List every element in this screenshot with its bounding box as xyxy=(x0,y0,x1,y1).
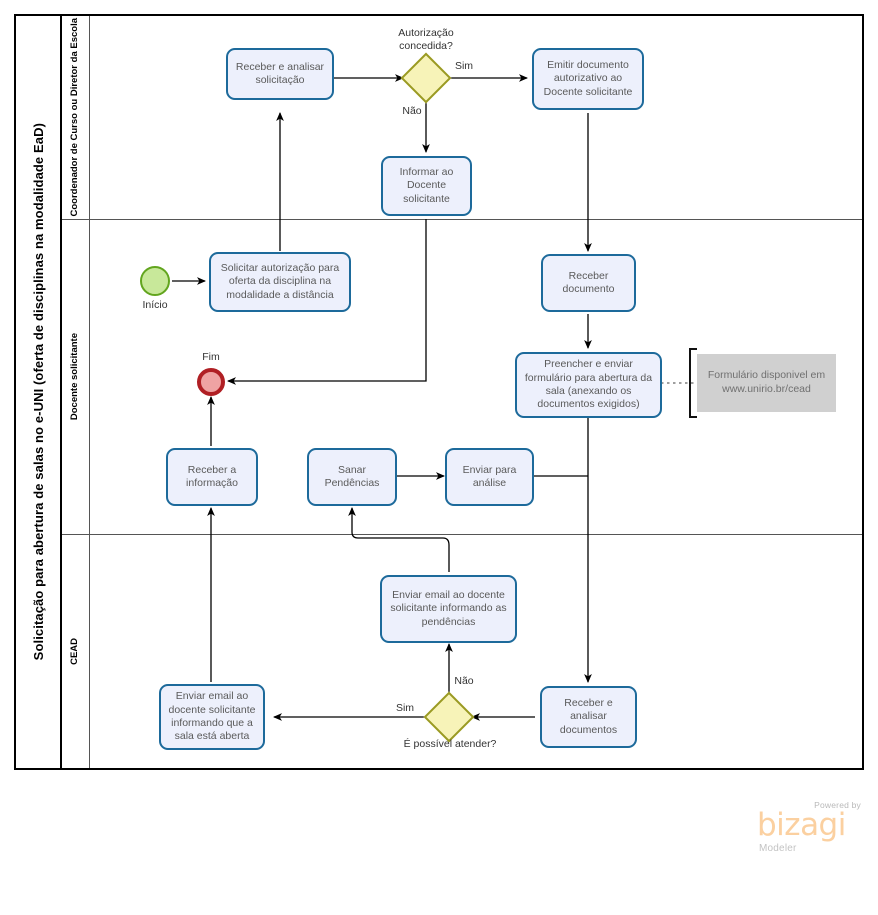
logo-brand-text: bizagi xyxy=(757,807,846,843)
end-event[interactable] xyxy=(197,368,225,396)
gateway-autorizacao-sim-label: Sim xyxy=(454,60,474,72)
lane-divider-2 xyxy=(62,534,862,535)
task-emitir-documento[interactable]: Emitir documento autorizativo ao Docente… xyxy=(532,48,644,110)
lane-docente: Docente solicitante xyxy=(62,219,862,534)
bizagi-logo: Powered by bizagi Modeler xyxy=(757,800,862,862)
lane-label-coordenador-text: Coordenador de Curso ou Diretor da Escol… xyxy=(69,18,81,217)
lane-cead: CEAD xyxy=(62,534,862,768)
start-event[interactable] xyxy=(140,266,170,296)
gateway-possivel-atender-nao-label: Não xyxy=(454,675,474,687)
gateway-autorizacao-nao-label: Não xyxy=(402,105,422,117)
pool-title: Solicitação para abertura de salas no e-… xyxy=(16,16,62,768)
task-receber-informacao[interactable]: Receber a informação xyxy=(166,448,258,506)
annotation-formulario: Formulário disponivel em www.unirio.br/c… xyxy=(689,348,836,418)
task-sanar-pendencias[interactable]: Sanar Pendências xyxy=(307,448,397,506)
logo-product-text: Modeler xyxy=(759,843,797,854)
gateway-autorizacao-label: Autorização concedida? xyxy=(398,27,454,52)
logo-powered-by-text: Powered by xyxy=(814,800,861,810)
lane-label-cead: CEAD xyxy=(62,534,90,768)
lane-label-coordenador: Coordenador de Curso ou Diretor da Escol… xyxy=(62,16,90,219)
start-event-label: Início xyxy=(142,299,168,311)
lane-label-docente-text: Docente solicitante xyxy=(69,332,81,421)
task-preencher-enviar-formulario[interactable]: Preencher e enviar formulário para abert… xyxy=(515,352,662,418)
task-enviar-para-analise[interactable]: Enviar para análise xyxy=(445,448,534,506)
task-receber-documento[interactable]: Receber documento xyxy=(541,254,636,312)
gateway-possivel-atender-label: É possível atender? xyxy=(403,738,497,750)
task-receber-analisar-documentos[interactable]: Receber e analisar documentos xyxy=(540,686,637,748)
task-informar-docente[interactable]: Informar ao Docente solicitante xyxy=(381,156,472,216)
task-solicitar-autorizacao[interactable]: Solicitar autorização para oferta da dis… xyxy=(209,252,351,312)
task-enviar-email-pendencias[interactable]: Enviar email ao docente solicitante info… xyxy=(380,575,517,643)
lane-label-docente: Docente solicitante xyxy=(62,219,90,534)
lane-label-cead-text: CEAD xyxy=(69,637,81,665)
task-receber-analisar-solicitacao[interactable]: Receber e analisar solicitação xyxy=(226,48,334,100)
task-enviar-email-sala-aberta[interactable]: Enviar email ao docente solicitante info… xyxy=(159,684,265,750)
end-event-label: Fim xyxy=(202,351,220,363)
lane-divider-1 xyxy=(62,219,862,220)
pool-title-text: Solicitação para abertura de salas no e-… xyxy=(30,123,46,661)
lane-coordenador: Coordenador de Curso ou Diretor da Escol… xyxy=(62,16,862,219)
gateway-possivel-atender-sim-label: Sim xyxy=(395,702,415,714)
